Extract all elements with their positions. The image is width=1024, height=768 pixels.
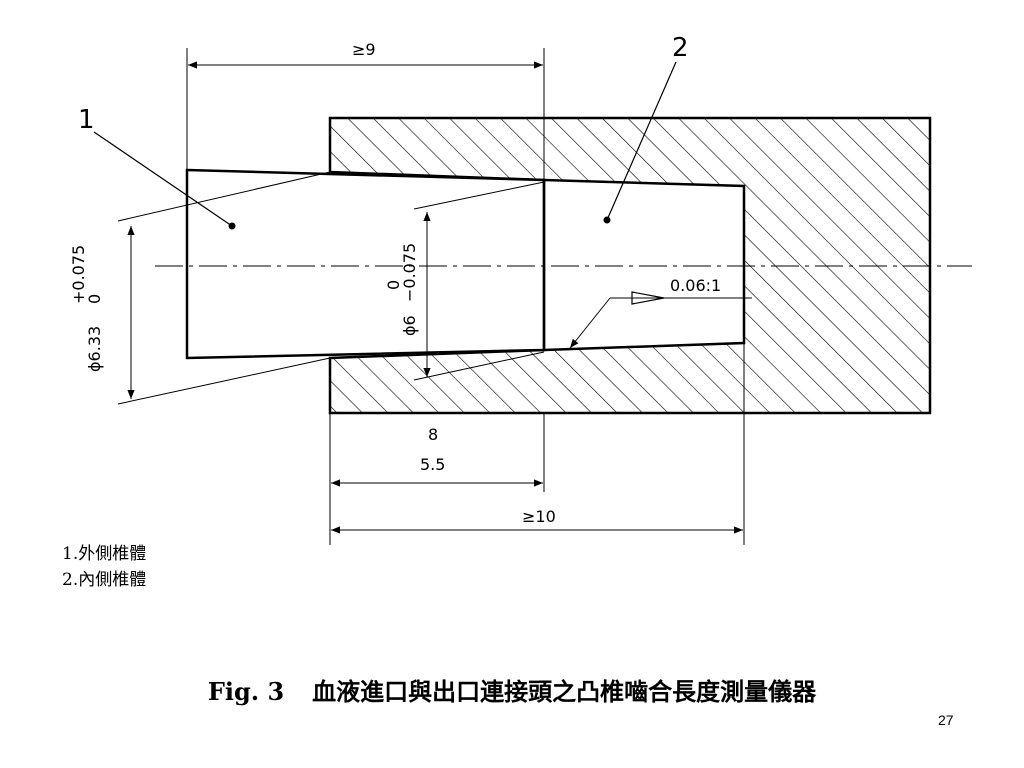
parts-legend: 1.外側椎體 2.內側椎體 <box>62 541 146 593</box>
legend-item-2: 2.內側椎體 <box>62 570 147 590</box>
outer-taper-ext-top <box>117 171 331 222</box>
outer-cone-body <box>185 168 546 360</box>
callout-2-label: 2 <box>672 33 689 63</box>
outer-tol-lower: 0 <box>85 294 104 304</box>
inner-taper-ext-bottom <box>413 351 545 381</box>
inner-diameter-label: ϕ6 <box>400 315 419 336</box>
dim-bottom-min-length: ≥10 <box>522 507 556 526</box>
page-number: 27 <box>938 712 954 728</box>
technical-drawing: 1 2 ≥9 ϕ6.33 +0.075 0 ϕ6 0 −0.075 0.06:1… <box>69 33 972 545</box>
figure-caption: Fig. 3 血液進口與出口連接頭之凸椎嚙合長度測量儀器 <box>0 672 1024 707</box>
legend-item-1: 1.外側椎體 <box>62 544 147 564</box>
outer-tol-upper: +0.075 <box>69 245 88 304</box>
dim-length-5-5: 5.5 <box>420 455 445 474</box>
dim-top-min-length: ≥9 <box>352 40 376 59</box>
callout-2-leader <box>606 61 677 221</box>
figure-title: 血液進口與出口連接頭之凸椎嚙合長度測量儀器 <box>312 677 817 706</box>
inner-tol-upper: 0 <box>384 280 403 290</box>
taper-leader <box>569 297 611 349</box>
dim-length-8: 8 <box>428 425 438 444</box>
inner-tol-lower: −0.075 <box>400 243 419 302</box>
callout-1-leader <box>93 131 233 227</box>
outer-taper-ext-bottom <box>117 357 331 405</box>
outer-diameter-label: ϕ6.33 <box>85 326 104 372</box>
figure-label: Fig. 3 <box>207 677 285 706</box>
callout-1-label: 1 <box>78 105 95 135</box>
inner-taper-ext-top <box>413 181 545 210</box>
taper-ratio-label: 0.06:1 <box>670 276 721 295</box>
